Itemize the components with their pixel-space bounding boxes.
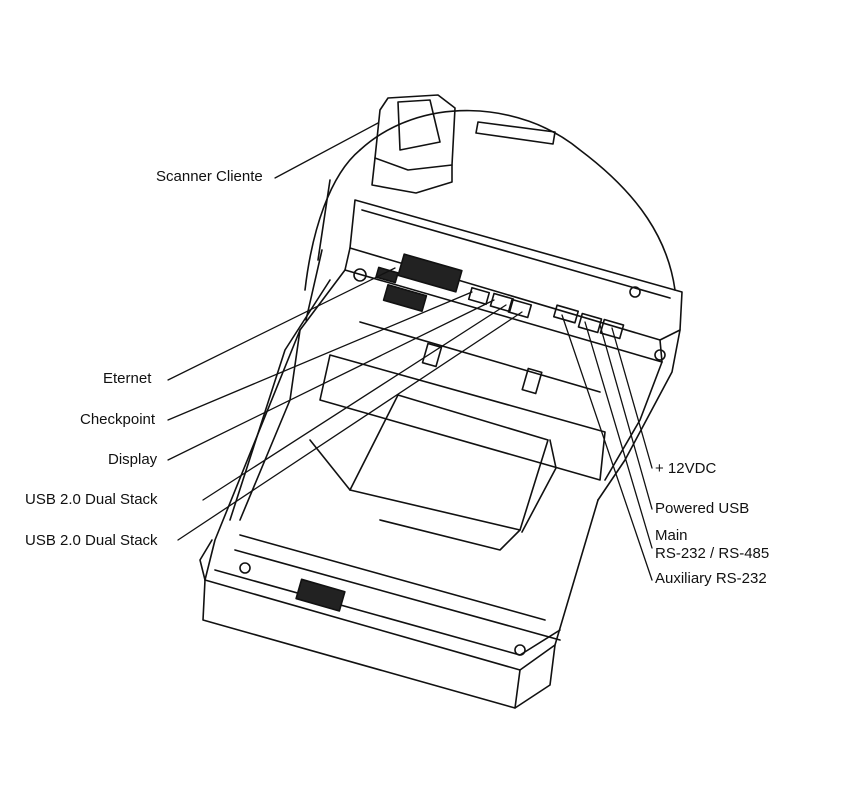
rear-housing-dome [359, 109, 676, 291]
port-powered-usb [599, 318, 625, 340]
leader-main [584, 321, 653, 549]
vent-grid-1 [397, 253, 463, 293]
right-side [597, 329, 681, 501]
port-main [552, 304, 580, 324]
label-usb-dual-stack-1: USB 2.0 Dual Stack [25, 491, 158, 508]
leader-aux [561, 314, 653, 581]
leader-usb1 [202, 304, 507, 501]
leader-powered-usb [599, 324, 653, 510]
leader-scanner [274, 122, 379, 179]
label-checkpoint: Checkpoint [80, 411, 156, 428]
port-checkpoint [467, 286, 491, 306]
port-usb [507, 298, 533, 319]
customer-scanner [374, 94, 456, 171]
rear-housing-left [304, 149, 361, 291]
label-auxiliary-rs232: Auxiliary RS-232 [655, 570, 767, 587]
leader-eternet [167, 267, 396, 381]
inner-cavity [349, 394, 549, 531]
label-scanner-cliente: Scanner Cliente [156, 168, 263, 185]
label-main: Main [655, 527, 688, 544]
base-ribbon [295, 578, 346, 612]
leader-checkpoint [167, 291, 473, 421]
middle-shelf [319, 354, 606, 481]
label-main-rs232-rs485: RS-232 / RS-485 [655, 545, 770, 562]
label-eternet: Eternet [103, 370, 152, 387]
label-12vdc: + 12VDC [655, 460, 717, 477]
label-display: Display [108, 451, 158, 468]
leader-usb2 [177, 311, 523, 541]
top-frame [349, 199, 683, 341]
label-usb-dual-stack-2: USB 2.0 Dual Stack [25, 532, 158, 549]
base-tray [204, 499, 599, 671]
leader-12vdc [611, 327, 653, 469]
vent-grid-2 [382, 283, 428, 313]
rear-handle-slot [475, 121, 556, 145]
label-powered-usb: Powered USB [655, 500, 750, 517]
port-aux [577, 312, 603, 334]
leader-lines [167, 122, 653, 581]
left-side [204, 269, 346, 581]
leader-display [167, 299, 495, 461]
